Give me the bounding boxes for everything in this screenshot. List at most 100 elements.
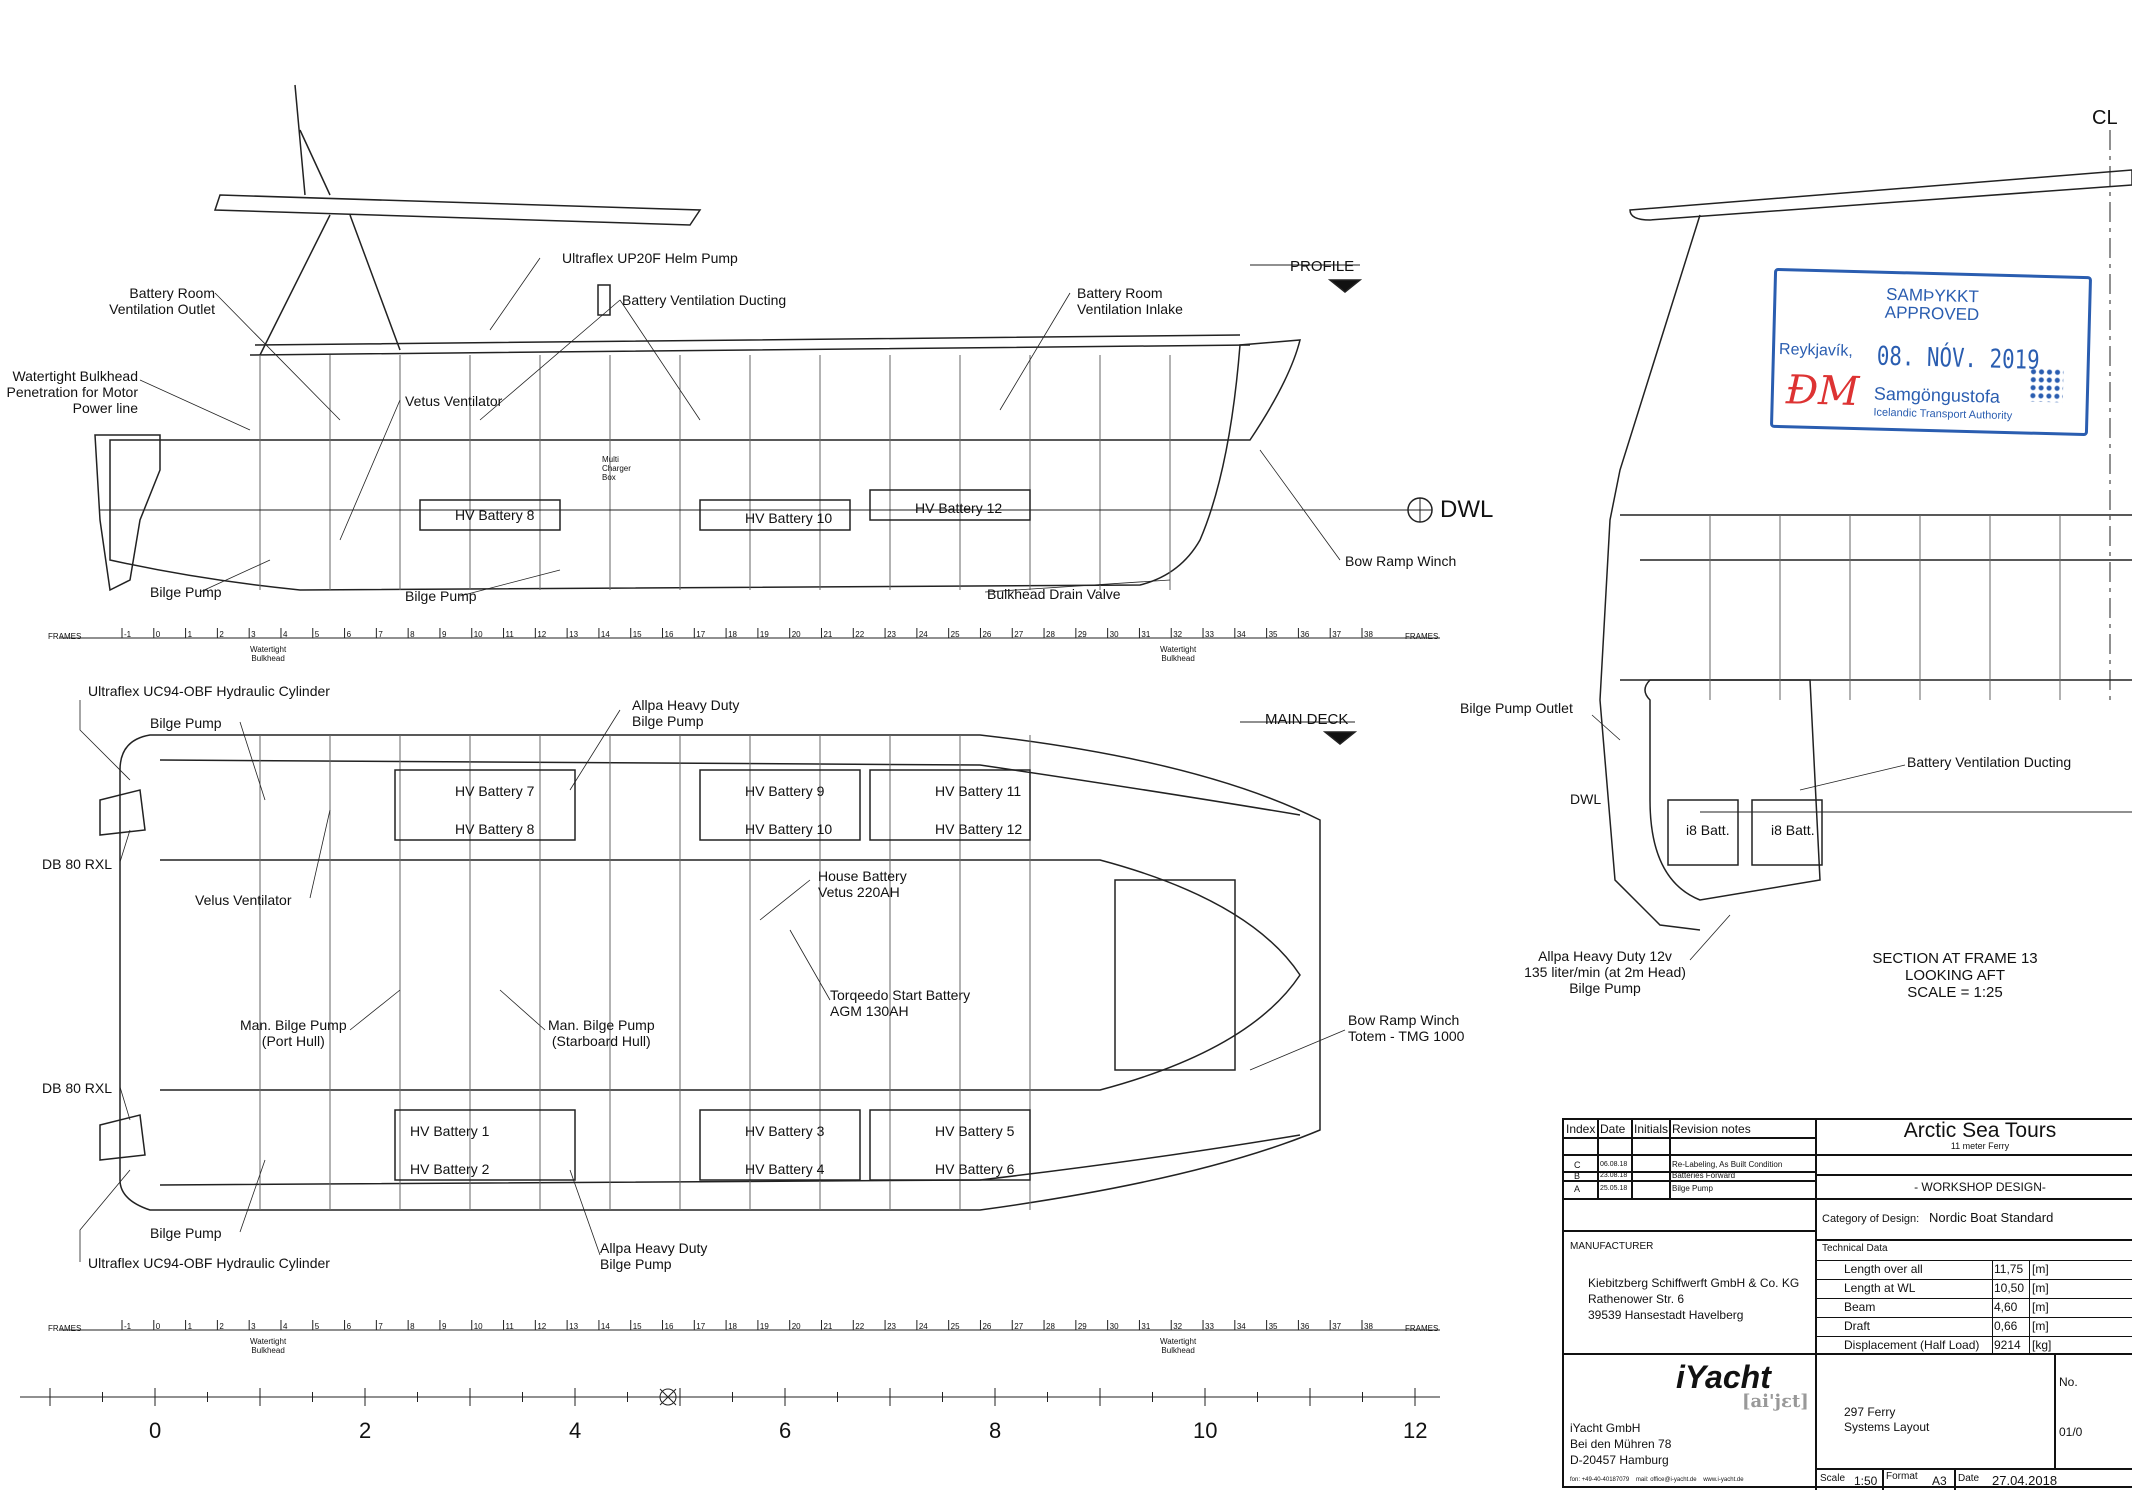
frame-number: 17 [696,630,706,639]
scale-label: 6 [779,1418,792,1443]
frame-number: 30 [1109,630,1119,639]
frame-ticks [121,628,1363,1330]
label-hv-battery-10: HV Battery 10 [745,510,833,526]
frame-number: 35 [1268,630,1278,639]
label-hv-battery-8: HV Battery 8 [455,507,535,523]
frame-number: 16 [664,630,674,639]
frame-number: 30 [1109,1322,1119,1331]
label-allpa-12v: Allpa Heavy Duty 12v 135 liter/min (at 2… [1524,948,1686,996]
outboard [94,434,161,592]
label-velus-ventilator: Velus Ventilator [195,892,292,908]
frame-number: 9 [441,1322,447,1331]
frames-label: FRAMES [48,632,82,641]
rev-index: C [1574,1160,1581,1170]
scale-label: Scale [1820,1473,1846,1484]
profile-marker [1327,279,1363,293]
rev-index: B [1574,1171,1581,1181]
stamp-signature: ÐM [1785,367,1860,416]
label-hv-battery-2: HV Battery 2 [410,1161,490,1177]
frame-number: 18 [728,1322,737,1331]
profile-view [94,84,1433,597]
date-value: 27.04.2018 [1992,1473,2058,1488]
frame-number: 10 [473,1322,483,1331]
profile-cabin [249,334,1251,356]
frame-number: 38 [1364,630,1373,639]
approval-stamp: SAMÞYKKT APPROVED Reykjavík, 08. NÓV. 20… [1769,267,2093,437]
hv-battery-12-box [869,489,1031,521]
bulkhead-label: Watertight Bulkhead [250,645,287,663]
label-section-dwl: DWL [1570,791,1602,807]
frame-number: 16 [664,1322,674,1331]
stamp-org-sub: Icelandic Transport Authority [1873,406,2013,423]
frame-number: 14 [600,630,610,639]
scale-label: 8 [989,1418,1002,1443]
label-vent-outlet: Battery Room Ventilation Outlet [109,285,215,317]
label-hv-battery-11: HV Battery 11 [935,783,1022,799]
frame-number: 37 [1332,1322,1342,1331]
rev-header-index: Index [1566,1122,1596,1136]
frame-number: 33 [1205,1322,1214,1331]
tech-data-label: Technical Data [1822,1243,1888,1254]
rev-header-date: Date [1600,1122,1626,1136]
rev-header-notes: Revision notes [1672,1122,1751,1136]
frame-number: 24 [918,1322,928,1331]
frame-number: 8 [410,630,415,639]
frame-number: 29 [1077,1322,1087,1331]
label-bilge-pump-top: Bilge Pump [150,715,222,731]
profile-title: PROFILE [1290,258,1355,275]
frame-number: 9 [441,630,447,639]
project-subtitle: 11 meter Ferry [1950,1141,2010,1151]
iyacht-logo-phonetic: [ai'jɛt] [1742,1391,1809,1412]
frame-number: 0 [155,630,161,639]
tech-value: 0,66 [1994,1319,2018,1333]
iyacht-logo: iYacht [1676,1359,1771,1395]
tunnel [160,859,1301,1091]
rev-date: 25.05.18 [1600,1185,1628,1192]
tech-value: 9214 [1994,1338,2021,1352]
frame-number: 27 [1014,630,1024,639]
frames-label: FRAMES [48,1324,82,1333]
tech-value: 11,75 [1994,1262,2024,1276]
label-allpa-top: Allpa Heavy Duty Bilge Pump [632,697,740,729]
label-i8-batt-left: i8 Batt. [1686,822,1730,838]
frame-number: 6 [346,1322,352,1331]
tech-unit: [m] [2032,1319,2049,1333]
scale-label: 0 [149,1418,162,1443]
section-hull-inner [1644,679,1821,901]
label-hv-battery-10-deck: HV Battery 10 [745,821,833,837]
tech-unit: [m] [2032,1281,2049,1295]
samgongustofa-logo-icon [2028,367,2064,403]
format-label: Format [1886,1471,1918,1482]
frame-number: 24 [918,630,928,639]
frame-number: 26 [982,630,992,639]
port-hull-inner [159,759,1301,816]
frames-label: FRAMES [1405,632,1439,641]
scale-label: 2 [359,1418,372,1443]
tech-name: Beam [1844,1300,1876,1314]
frame-number: 3 [251,1322,256,1331]
frame-number: 21 [823,1322,833,1331]
frame-number: 13 [569,630,579,639]
frame-number: 0 [155,1322,161,1331]
frame-number: 21 [823,630,833,639]
hv-battery-8-box [419,499,561,531]
category-label: Category of Design: [1822,1213,1920,1225]
frame-number: 26 [982,1322,992,1331]
frame-number: 4 [282,630,288,639]
label-torqeedo-battery: Torqeedo Start Battery AGM 130AH [830,987,971,1019]
frame-number: -1 [124,630,132,639]
frame-number: 35 [1268,1322,1278,1331]
main-deck-view [79,700,1358,1262]
frame-number: 14 [600,1322,610,1331]
rev-note: Bilge Pump [1672,1184,1713,1193]
frame-number: 36 [1300,1322,1310,1331]
label-hv-battery-3: HV Battery 3 [745,1123,825,1139]
label-hv-battery-1: HV Battery 1 [410,1123,490,1139]
label-helm-pump: Ultraflex UP20F Helm Pump [562,250,738,266]
frame-number: 15 [632,1322,642,1331]
bulkhead-label: Watertight Bulkhead [1160,645,1197,663]
design-stage: - WORKSHOP DESIGN- [1914,1180,2046,1194]
label-hv-battery-12-deck: HV Battery 12 [935,821,1023,837]
frame-number: 22 [855,1322,865,1331]
deck-frames [259,735,1031,1210]
